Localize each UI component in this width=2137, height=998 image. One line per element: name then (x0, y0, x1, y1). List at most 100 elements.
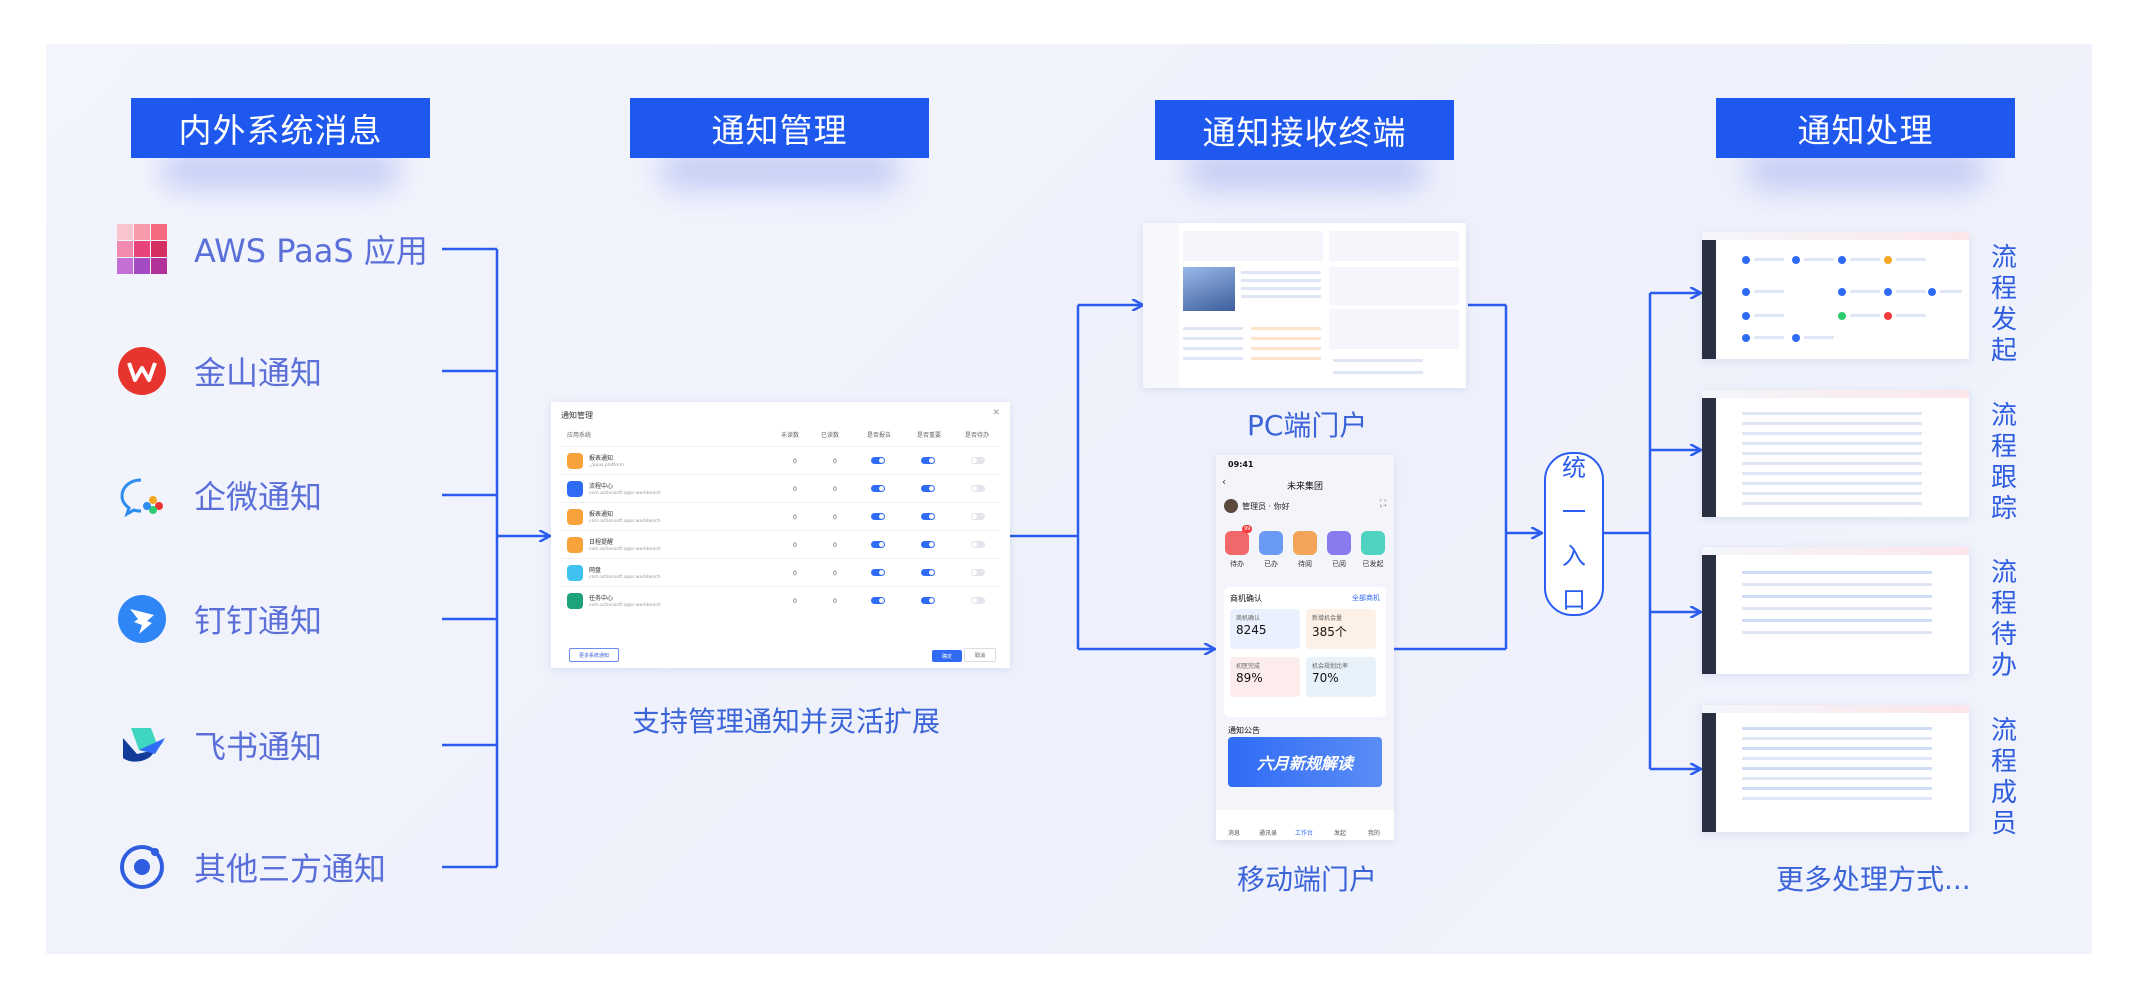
scan-icon[interactable]: ⛶ (1379, 499, 1386, 509)
app-initiated[interactable]: 已发起 (1358, 531, 1388, 569)
more-notifications-button[interactable]: 更多系统通知 (569, 648, 619, 662)
process-icon (567, 481, 583, 497)
header-terminals: 通知接收终端 (1155, 100, 1454, 160)
toggle-report[interactable] (871, 569, 885, 576)
table-row: 报表通知 _/paas.platform 0 0 (561, 446, 1000, 475)
column-header: 未读数 (781, 432, 800, 439)
toggle-important[interactable] (921, 569, 935, 576)
column-header: 是否报告 (867, 432, 892, 439)
toggle-todo[interactable] (971, 541, 985, 548)
aws-paas-logo-icon (116, 223, 168, 275)
nav-initiate[interactable]: 发起 (1333, 830, 1346, 837)
process-label-tracking: 流程跟踪 (1990, 401, 2017, 524)
read-count: 0 (833, 514, 837, 521)
nav-messages[interactable]: 消息 (1227, 830, 1240, 837)
read-count: 0 (833, 486, 837, 493)
read-count: 0 (833, 542, 837, 549)
toggle-important[interactable] (921, 485, 935, 492)
mobile-title: 未来集团 (1286, 482, 1323, 492)
pc-stat-card (1329, 267, 1459, 305)
app-label: 已发起 (1362, 560, 1384, 568)
header-processing: 通知处理 (1716, 98, 2015, 158)
third-party-logo-icon (116, 841, 168, 893)
app-label: 待办 (1230, 560, 1244, 568)
toggle-todo[interactable] (971, 485, 985, 492)
cloud-drive-icon (567, 565, 583, 581)
entry-char: 一 (1562, 498, 1586, 526)
row-name: 流程中心 (589, 483, 614, 490)
toggle-todo[interactable] (971, 457, 985, 464)
toggle-todo[interactable] (971, 513, 985, 520)
initiated-icon (1361, 531, 1385, 555)
toggle-important[interactable] (921, 541, 935, 548)
status-time: 09:41 (1228, 460, 1254, 469)
report-icon (567, 509, 583, 525)
process-tracking-screenshot (1702, 390, 1969, 517)
toggle-report[interactable] (871, 597, 885, 604)
all-opportunities-link[interactable]: 全部商机 (1352, 594, 1380, 602)
process-label-members: 流程成员 (1990, 716, 2017, 839)
more-methods-caption: 更多处理方式... (1776, 863, 1971, 896)
notification-management-dialog: 通知管理 ✕ 应用系统 未读数 已读数 是否报告 是否重要 是否待办 报表通知 … (551, 402, 1010, 668)
row-sub: com.actionsoft.apps.workbench (589, 603, 661, 608)
source-label: 企微通知 (194, 478, 323, 516)
back-icon[interactable]: ‹ (1222, 477, 1226, 488)
app-done[interactable]: 已办 (1256, 531, 1286, 569)
task-icon (567, 593, 583, 609)
toggle-todo[interactable] (971, 597, 985, 604)
confirm-button[interactable]: 确定 (932, 650, 962, 662)
calendar-icon (567, 537, 583, 553)
wps-logo-icon (116, 345, 168, 397)
mobile-portal-screenshot: 09:41 ‹ 未来集团 管理员 · 你好 ⛶ 待办 99 已办 待阅 已阅 已… (1216, 455, 1394, 840)
row-name: 日程提醒 (589, 539, 614, 546)
entry-char: 口 (1562, 586, 1586, 614)
source-label: 金山通知 (194, 354, 323, 392)
app-toread[interactable]: 待阅 (1290, 531, 1320, 569)
feishu-logo-icon (116, 719, 168, 771)
toggle-report[interactable] (871, 485, 885, 492)
dingtalk-logo-icon (116, 593, 168, 645)
toggle-report[interactable] (871, 513, 885, 520)
source-label: 飞书通知 (194, 728, 323, 766)
process-todo-screenshot (1702, 547, 1969, 674)
nav-contacts[interactable]: 通讯录 (1258, 830, 1277, 837)
pc-stat-card (1329, 231, 1459, 261)
table-header: 应用系统 未读数 已读数 是否报告 是否重要 是否待办 (561, 430, 1000, 446)
header-management: 通知管理 (630, 98, 929, 158)
toggle-important[interactable] (921, 457, 935, 464)
column-header: 应用系统 (567, 432, 592, 439)
process-initiate-screenshot (1702, 232, 1969, 359)
row-name: 报表通知 (589, 455, 614, 462)
notice-banner[interactable]: 六月新规解读 (1228, 737, 1382, 787)
close-icon[interactable]: ✕ (992, 408, 1000, 418)
process-members-screenshot (1702, 705, 1969, 832)
unread-count: 0 (793, 486, 797, 493)
pc-portal-caption: PC端门户 (1247, 409, 1368, 442)
toggle-report[interactable] (871, 541, 885, 548)
source-label: AWS PaaS 应用 (194, 232, 428, 270)
toggle-todo[interactable] (971, 569, 985, 576)
nav-workbench[interactable]: 工作台 (1294, 830, 1313, 837)
process-label-initiate: 流程发起 (1990, 243, 2017, 366)
source-kingsoft: 金山通知 (116, 343, 322, 399)
row-sub: _/paas.platform (589, 463, 625, 468)
dialog-title: 通知管理 (561, 411, 593, 420)
toggle-important[interactable] (921, 513, 935, 520)
cancel-button[interactable]: 取消 (964, 648, 996, 662)
toggle-important[interactable] (921, 597, 935, 604)
toggle-report[interactable] (871, 457, 885, 464)
nav-me[interactable]: 我的 (1367, 830, 1380, 837)
pc-stat-card (1183, 231, 1323, 261)
app-label: 待阅 (1298, 560, 1312, 568)
unread-count: 0 (793, 570, 797, 577)
source-feishu: 飞书通知 (116, 717, 322, 773)
app-read[interactable]: 已阅 (1324, 531, 1354, 569)
app-todo[interactable]: 待办 (1222, 531, 1252, 569)
row-name: 网盘 (589, 567, 602, 574)
app-label: 已阅 (1332, 560, 1346, 568)
read-count: 0 (833, 458, 837, 465)
row-name: 报表通知 (589, 511, 614, 518)
pc-sidebar (1143, 223, 1179, 388)
source-third-party: 其他三方通知 (116, 839, 386, 895)
process-label-todo: 流程待办 (1990, 558, 2017, 681)
